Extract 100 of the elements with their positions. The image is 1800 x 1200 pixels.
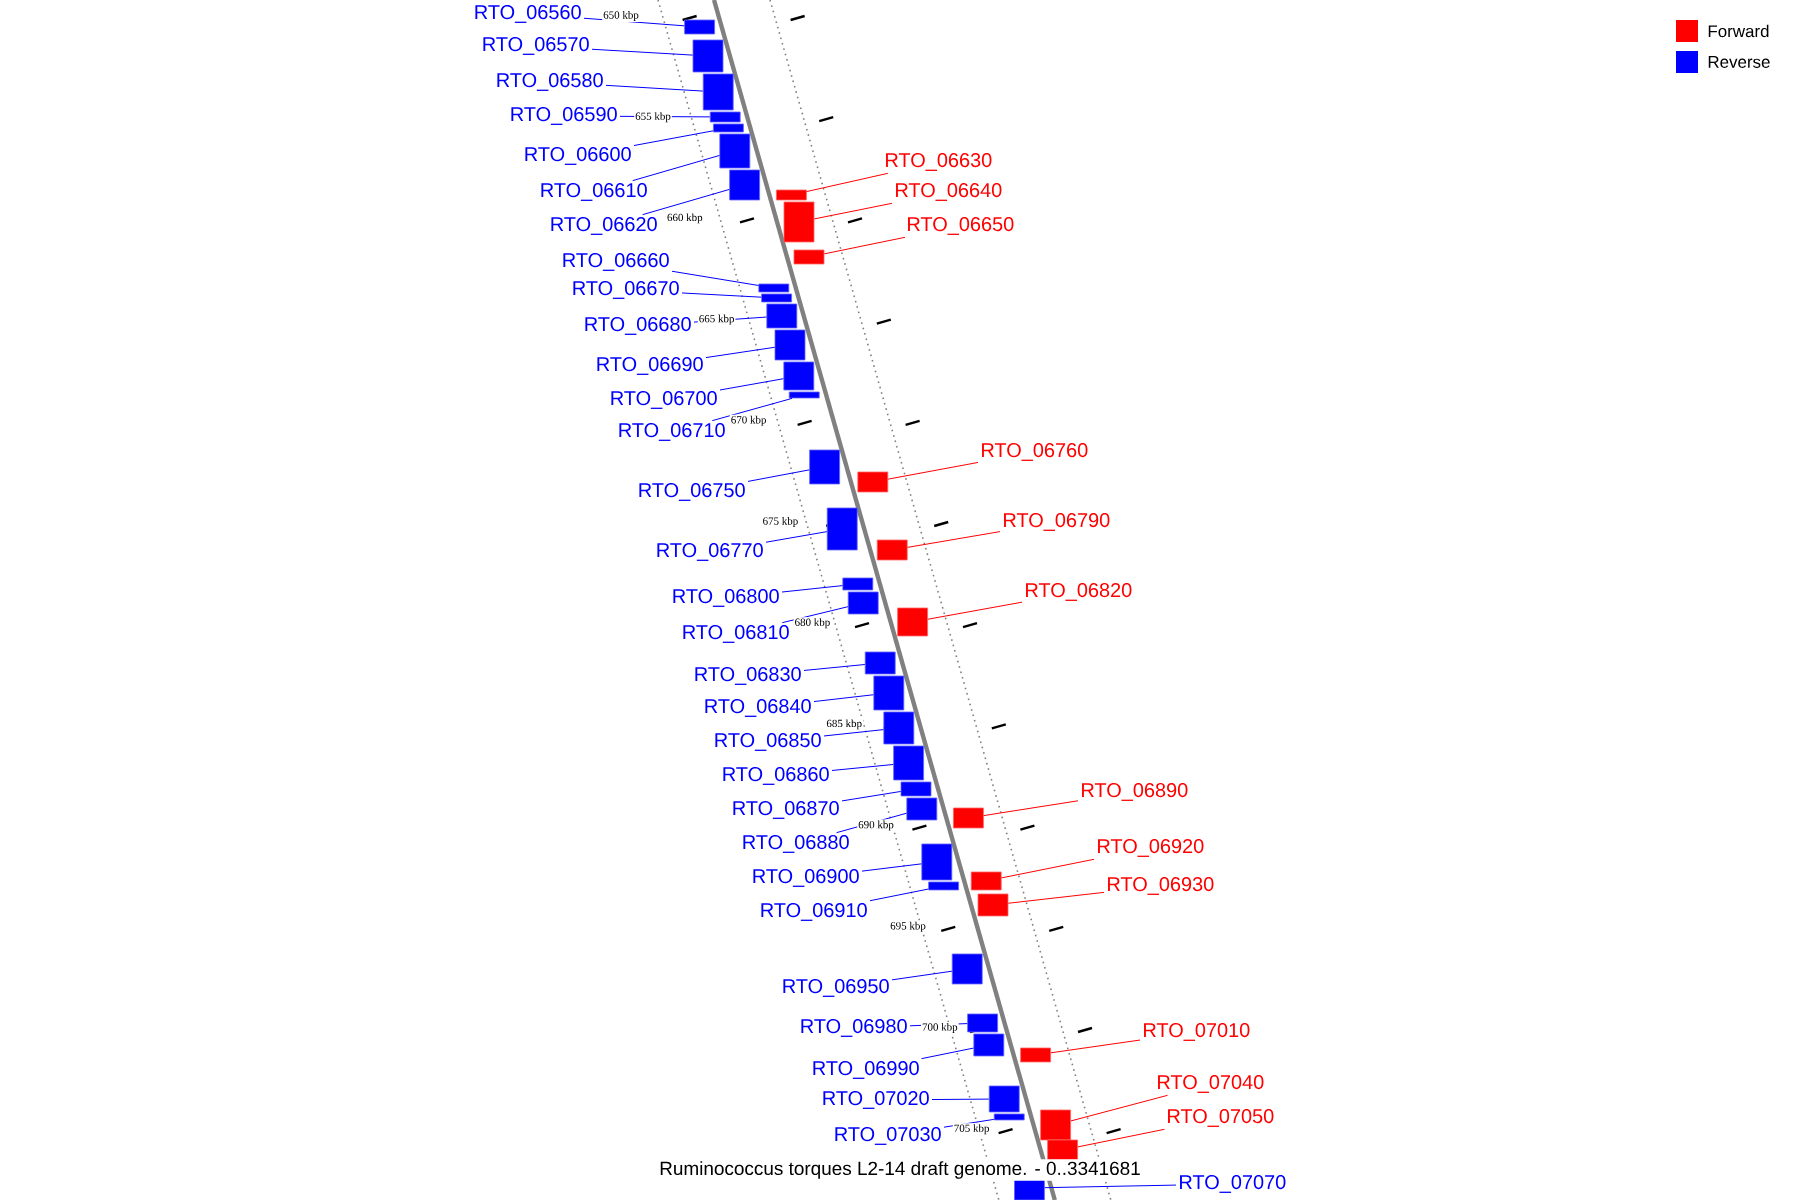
gene-label: RTO_07010 xyxy=(1144,1023,1250,1041)
leader-line xyxy=(671,270,759,286)
gene-label: RTO_06860 xyxy=(723,767,829,785)
leader-line xyxy=(806,172,889,193)
gene-label: RTO_06980 xyxy=(801,1019,907,1037)
gene-label: RTO_06850 xyxy=(715,733,821,751)
gene-label: RTO_06950 xyxy=(783,979,889,997)
gene-block xyxy=(709,111,741,123)
gene-label: RTO_06910 xyxy=(761,903,867,921)
gene-block xyxy=(988,1085,1020,1113)
gene-block xyxy=(826,507,858,551)
gene-label: RTO_06560 xyxy=(475,5,581,23)
leader-line xyxy=(583,17,685,27)
gene-label: RTO_06760 xyxy=(982,443,1088,461)
gene-block xyxy=(953,807,984,829)
gene-label: RTO_06610 xyxy=(541,183,647,201)
leader-line xyxy=(781,606,849,624)
gene-label: RTO_07040 xyxy=(1158,1075,1264,1093)
gene-label: RTO_06800 xyxy=(673,589,779,607)
leader-line xyxy=(705,346,776,359)
gene-block xyxy=(897,607,928,637)
gene-block xyxy=(993,1113,1025,1121)
leader-line xyxy=(1007,891,1105,904)
gene-block xyxy=(758,283,790,293)
gene-label: RTO_06990 xyxy=(813,1061,919,1079)
leader-line xyxy=(823,729,884,737)
leader-line xyxy=(909,1023,968,1027)
gene-label: RTO_06890 xyxy=(1082,783,1188,801)
gene-label: RTO_06670 xyxy=(573,281,679,299)
legend-label: Forward xyxy=(1708,24,1769,38)
gene-label: RTO_06570 xyxy=(483,37,589,55)
gene-block xyxy=(900,781,932,797)
gene-block xyxy=(729,169,760,201)
gene-label: RTO_06870 xyxy=(733,801,839,819)
leader-line xyxy=(831,764,894,771)
leader-line xyxy=(907,531,1001,548)
gene-label: RTO_06930 xyxy=(1108,877,1214,895)
leader-line xyxy=(869,888,929,902)
genome-title: Ruminococcus torques L2-14 draft genome. - 0..3341681 xyxy=(657,1159,1143,1181)
gene-label: RTO_06660 xyxy=(563,253,669,271)
gene-label: RTO_06680 xyxy=(585,317,691,335)
leader-line xyxy=(1001,858,1095,879)
leader-line xyxy=(887,461,979,480)
gene-block xyxy=(906,797,938,821)
gene-block xyxy=(928,881,959,891)
leader-line xyxy=(619,115,711,118)
leader-line xyxy=(943,1118,995,1128)
leader-line xyxy=(765,531,828,543)
gene-label: RTO_06810 xyxy=(683,625,789,643)
legend-label: Reverse xyxy=(1708,56,1770,68)
leader-line xyxy=(927,601,1023,620)
leader-line xyxy=(841,790,902,802)
gene-block xyxy=(776,189,807,201)
gene-block xyxy=(847,591,879,615)
leader-line xyxy=(813,202,893,220)
gene-label: RTO_06840 xyxy=(705,699,811,717)
leader-line xyxy=(719,378,784,391)
gene-label: RTO_06630 xyxy=(886,153,992,171)
gene-block xyxy=(967,1013,998,1033)
gene-label: RTO_07050 xyxy=(1168,1109,1274,1127)
gene-label: RTO_07070 xyxy=(1180,1175,1286,1193)
gene-block xyxy=(973,1033,1005,1057)
gene-label: RTO_06640 xyxy=(896,183,1002,201)
gene-block xyxy=(857,471,889,493)
gene-label: RTO_06750 xyxy=(639,483,745,501)
gene-block xyxy=(713,123,744,133)
gene-label: RTO_06770 xyxy=(657,543,763,561)
gene-label: RTO_06880 xyxy=(743,835,849,853)
leader-line xyxy=(823,236,906,255)
leader-line xyxy=(1077,1128,1165,1148)
leader-line xyxy=(605,84,704,92)
gene-label: RTO_06790 xyxy=(1004,513,1110,531)
gene-block xyxy=(876,539,908,561)
gene-block xyxy=(970,871,1002,891)
leader-line xyxy=(781,585,843,593)
leader-line xyxy=(591,48,694,56)
leader-line xyxy=(1050,1039,1141,1054)
gene-block xyxy=(951,953,983,985)
gene-label: RTO_06710 xyxy=(619,423,725,441)
gene-label: RTO_06590 xyxy=(511,107,617,125)
gene-label: RTO_06820 xyxy=(1026,583,1132,601)
gene-label: RTO_07030 xyxy=(835,1127,941,1145)
gene-block xyxy=(809,449,840,485)
gene-label: RTO_06900 xyxy=(753,869,859,887)
gene-label: RTO_07020 xyxy=(823,1091,929,1109)
leader-line xyxy=(813,694,874,703)
gene-label: RTO_06920 xyxy=(1098,839,1204,857)
gene-block xyxy=(788,391,820,399)
leader-line xyxy=(1070,1094,1169,1122)
gene-label: RTO_06620 xyxy=(551,217,657,235)
gene-block xyxy=(1047,1139,1078,1161)
gene-label: RTO_06600 xyxy=(525,147,631,165)
gene-block xyxy=(793,249,825,265)
leader-line xyxy=(632,154,720,182)
gene-label: RTO_06690 xyxy=(597,357,703,375)
leader-line xyxy=(1044,1184,1177,1189)
gene-block xyxy=(1040,1109,1071,1141)
leader-line xyxy=(891,970,953,981)
gene-block xyxy=(774,329,806,361)
leader-line xyxy=(803,664,866,671)
